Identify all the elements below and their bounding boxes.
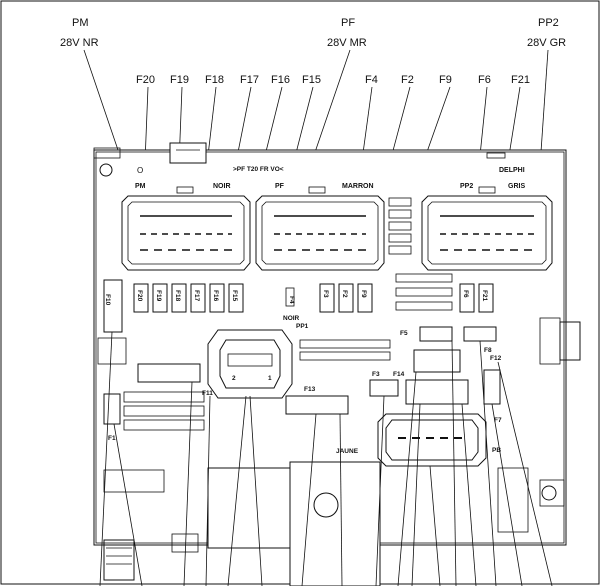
- fuse-label-f9: F9: [360, 290, 367, 298]
- connector-pins: [140, 215, 534, 251]
- label-f1: F1: [108, 435, 116, 442]
- label-noir: NOIR: [283, 315, 300, 322]
- connector-pm: PM NOIR: [121, 183, 251, 271]
- fuse-label-f2: F2: [341, 290, 348, 298]
- leader-lines-bottom: [99, 331, 553, 586]
- fuse-callout-f6: F6: [478, 74, 491, 86]
- connector-pb: [377, 413, 487, 467]
- relay-pin-2: 2: [232, 375, 236, 382]
- label-f11: F11: [202, 390, 213, 397]
- fuse-label-f4: F4: [288, 296, 295, 304]
- lower-housing: [103, 461, 529, 586]
- ring-marker: O: [137, 166, 143, 175]
- label-jaune: JAUNE: [336, 448, 359, 455]
- fuse-callout-f21: F21: [511, 74, 530, 86]
- fuse-label-f3: F3: [322, 290, 329, 298]
- pp2-spec: 28V GR: [527, 37, 566, 49]
- connector-label-pf: PF: [275, 183, 285, 190]
- label-pb: PB: [492, 447, 501, 454]
- fuse-callouts: F20 F19 F18 F17 F16 F15 F4 F2 F9 F6 F21: [136, 74, 530, 86]
- fuse-label-f18: F18: [174, 290, 181, 302]
- box-header-text: >PF T20 FR VO<: [233, 166, 284, 173]
- connector-label-noir: NOIR: [213, 183, 231, 190]
- fuse-label-f15: F15: [231, 290, 238, 302]
- label-f12: F12: [490, 355, 502, 362]
- label-f14: F14: [393, 371, 405, 378]
- fuse-callout-f4: F4: [365, 74, 378, 86]
- fuse-callout-f19: F19: [170, 74, 189, 86]
- fuse-label-f19: F19: [155, 290, 162, 302]
- relay-socket: 2 1: [207, 329, 293, 399]
- connector-label-pp2: PP2: [460, 183, 473, 190]
- fuse-label-f20: F20: [136, 290, 143, 302]
- fuse-callout-f17: F17: [240, 74, 259, 86]
- pf-name: PF: [341, 17, 355, 29]
- pm-spec: 28V NR: [60, 37, 99, 49]
- connector-label-marron: MARRON: [342, 183, 374, 190]
- pf-spec: 28V MR: [327, 37, 367, 49]
- label-pp1: PP1: [296, 323, 309, 330]
- fuse-callout-f9: F9: [439, 74, 452, 86]
- fuse-callout-f15: F15: [302, 74, 321, 86]
- fuse-callout-f20: F20: [136, 74, 155, 86]
- fuse-callout-f2: F2: [401, 74, 414, 86]
- slot-stack: [388, 197, 412, 255]
- connector-pp2: PP2 GRIS: [421, 183, 553, 271]
- connector-pf: PF MARRON: [255, 183, 385, 271]
- fuse-label-f6: F6: [462, 290, 469, 298]
- pm-name: PM: [72, 17, 89, 29]
- left-blocks: [97, 273, 453, 431]
- connector-label-gris: GRIS: [508, 183, 525, 190]
- fuse-label-f16: F16: [212, 290, 219, 302]
- label-f13: F13: [304, 386, 316, 393]
- connector-callouts: PM 28V NR PF 28V MR PP2 28V GR: [60, 17, 566, 49]
- pp2-name: PP2: [538, 17, 559, 29]
- relay-pin-1: 1: [268, 375, 272, 382]
- fuse-label-f17: F17: [193, 290, 200, 302]
- fuse-callout-f16: F16: [271, 74, 290, 86]
- label-f8: F8: [484, 347, 492, 354]
- fuse-label-f10: F10: [104, 294, 111, 306]
- fuse-label-f21: F21: [481, 290, 488, 302]
- label-f7: F7: [494, 417, 502, 424]
- label-f5: F5: [400, 330, 408, 337]
- brand-text: DELPHI: [499, 167, 525, 174]
- connector-label-pm: PM: [135, 183, 146, 190]
- label-f3b: F3: [372, 371, 380, 378]
- fuse-callout-f18: F18: [205, 74, 224, 86]
- fuse-row: F10 F20 F19 F18 F17 F16 F15 F4 F3 F2 F9 …: [103, 279, 494, 333]
